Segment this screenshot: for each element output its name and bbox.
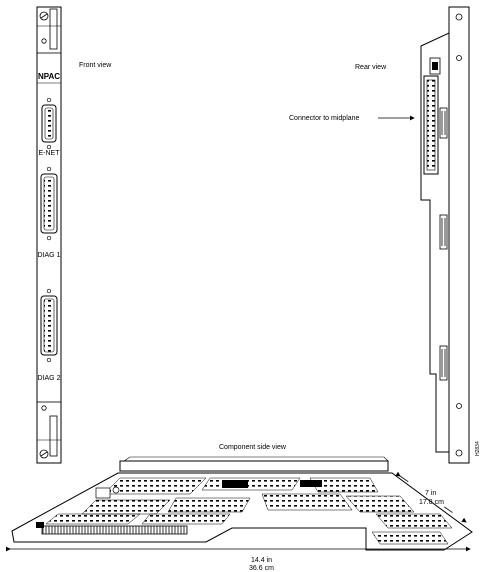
component-view-title: Component side view (219, 444, 287, 451)
rear-side-connector-2 (439, 214, 448, 250)
brand-label: NPAC (38, 72, 60, 81)
rear-panel-outline (448, 6, 470, 464)
port-label-enet: E-NET (39, 150, 61, 157)
width-label: 14.4 in (251, 557, 272, 564)
rear-panel (420, 6, 470, 464)
rear-view-label: Rear view (355, 64, 387, 71)
midplane-connector-icon (423, 57, 441, 175)
diag1-port-icon (40, 166, 58, 241)
connector-callout-label: Connector to midplane (289, 115, 360, 122)
figure-id: H2834 (475, 441, 481, 456)
top-captive-screw-icon (39, 11, 49, 21)
depth-label: 7 in (425, 490, 436, 497)
rear-side-connector-3 (439, 345, 448, 381)
port-label-diag1: DIAG 1 (38, 252, 61, 259)
bottom-captive-screw-icon (39, 449, 49, 459)
depth-metric-label: 17.8 cm (419, 499, 444, 506)
rear-side-connector-1 (439, 107, 448, 139)
front-panel: NPAC E-NET DIAG 1 DIAG 2 (36, 6, 62, 464)
enet-port-icon (41, 97, 57, 150)
top-ejector (36, 6, 62, 54)
width-metric-label: 36.6 cm (249, 565, 274, 572)
edge-connector (41, 525, 188, 535)
board-faceplate-strip (119, 460, 389, 472)
bottom-ejector (36, 401, 62, 464)
port-label-diag2: DIAG 2 (38, 375, 61, 382)
component-board (11, 456, 473, 551)
front-view-label: Front view (79, 62, 112, 69)
diag2-port-icon (40, 288, 58, 363)
